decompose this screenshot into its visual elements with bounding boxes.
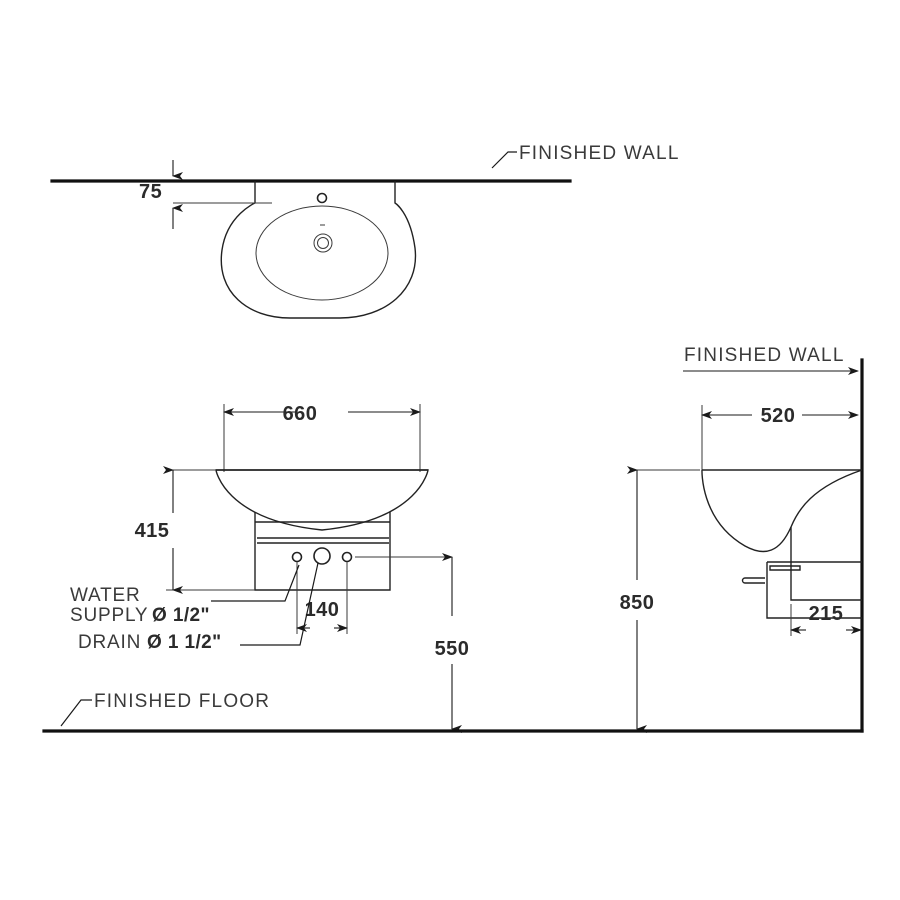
front-dim-140-label: 140	[305, 599, 340, 621]
front-water-supply-hole-left	[291, 551, 303, 563]
front-drain-diameter: Ø 1 1/2"	[147, 632, 222, 653]
front-drain-hole	[313, 547, 331, 565]
plan-finished-wall-label: FINISHED WALL	[519, 143, 680, 164]
front-dim-550-label: 550	[435, 638, 470, 660]
front-water-supply-label-line1: WATER	[70, 585, 141, 606]
side-dim-850-label: 850	[620, 592, 655, 614]
side-water-supply-pipe	[741, 577, 765, 584]
side-dim-520-label: 520	[761, 405, 796, 427]
side-basin-bowl-profile	[701, 469, 863, 553]
plan-view: 75 FINISHED WALL	[50, 143, 680, 319]
finished-floor-leader	[60, 699, 92, 727]
side-elevation-view: FINISHED WALL 520 850	[620, 345, 864, 733]
side-dim-215-label: 215	[809, 603, 844, 625]
finished-floor-label: FINISHED FLOOR	[94, 691, 270, 712]
front-dim-415-label: 415	[135, 520, 170, 542]
side-pedestal-front-edge	[790, 527, 862, 601]
front-pedestal-body	[254, 512, 391, 591]
front-water-supply-hole-right	[341, 551, 353, 563]
plan-faucet-hole	[316, 192, 328, 204]
front-drain-leader	[240, 562, 319, 646]
plan-drain-outer-ring	[313, 233, 333, 253]
plan-finished-wall-leader	[491, 151, 517, 169]
front-water-supply-diameter: Ø 1/2"	[152, 605, 210, 626]
front-basin-bowl	[215, 469, 429, 531]
side-pedestal-slot	[769, 565, 801, 571]
front-water-supply-leader	[211, 564, 300, 602]
plan-inner-bowl	[255, 205, 389, 301]
front-elevation-view: 660 415 140	[70, 403, 470, 733]
side-finished-wall-label: FINISHED WALL	[684, 345, 845, 366]
front-water-supply-label-line2: SUPPLY	[70, 605, 148, 626]
plan-dim-75-label: 75	[139, 181, 162, 203]
plan-basin-outline	[220, 181, 417, 319]
finished-floor-group: FINISHED FLOOR	[42, 691, 864, 733]
side-pedestal-body	[766, 562, 862, 619]
front-drain-label: DRAIN	[78, 632, 141, 653]
front-dim-660-label: 660	[283, 403, 318, 425]
plan-drain-inner-ring	[317, 237, 329, 249]
